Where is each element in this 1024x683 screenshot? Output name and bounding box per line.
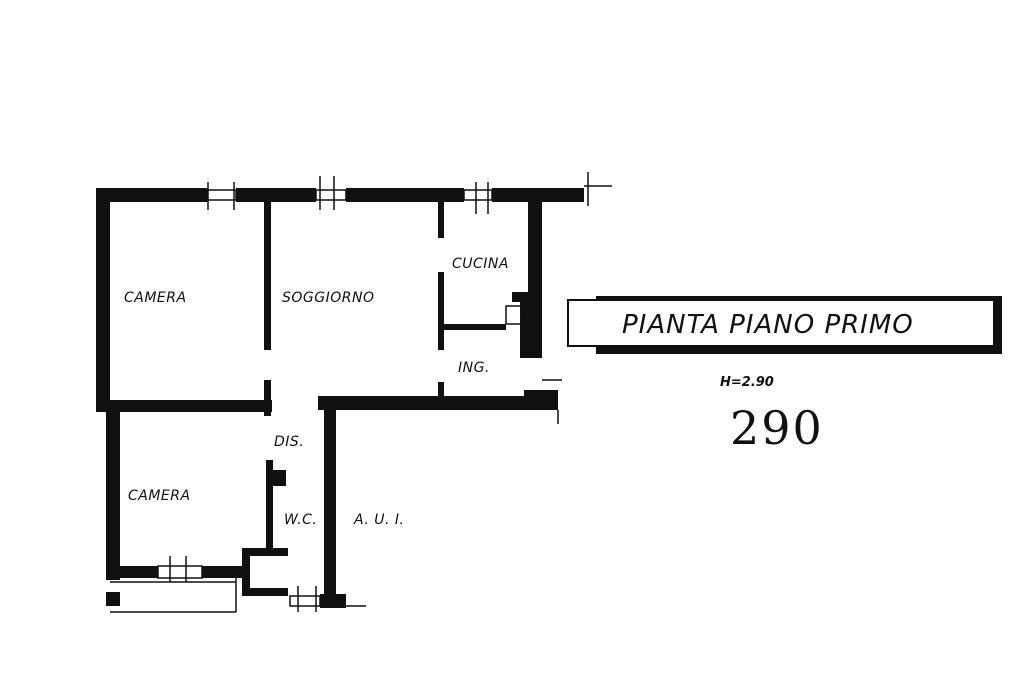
label-soggiorno: SOGGIORNO — [282, 290, 374, 306]
window-marks — [110, 172, 612, 613]
label-wc: W.C. — [284, 512, 317, 528]
room-labels: CAMERA SOGGIORNO CUCINA ING. DIS. CAMERA… — [124, 256, 509, 528]
height-note: H=2.90 — [720, 375, 774, 390]
plan-title: PIANTA PIANO PRIMO — [622, 310, 914, 340]
title-block: PIANTA PIANO PRIMO H=2.90 290 — [567, 296, 1002, 455]
walls — [96, 188, 584, 608]
label-ingresso: ING. — [458, 360, 490, 376]
label-camera-bottom: CAMERA — [128, 488, 191, 504]
label-cucina: CUCINA — [452, 256, 509, 272]
label-aui: A. U. I. — [353, 512, 404, 528]
label-camera-top: CAMERA — [124, 290, 187, 306]
label-disimpegno: DIS. — [274, 434, 304, 450]
handwritten-number: 290 — [730, 401, 824, 455]
